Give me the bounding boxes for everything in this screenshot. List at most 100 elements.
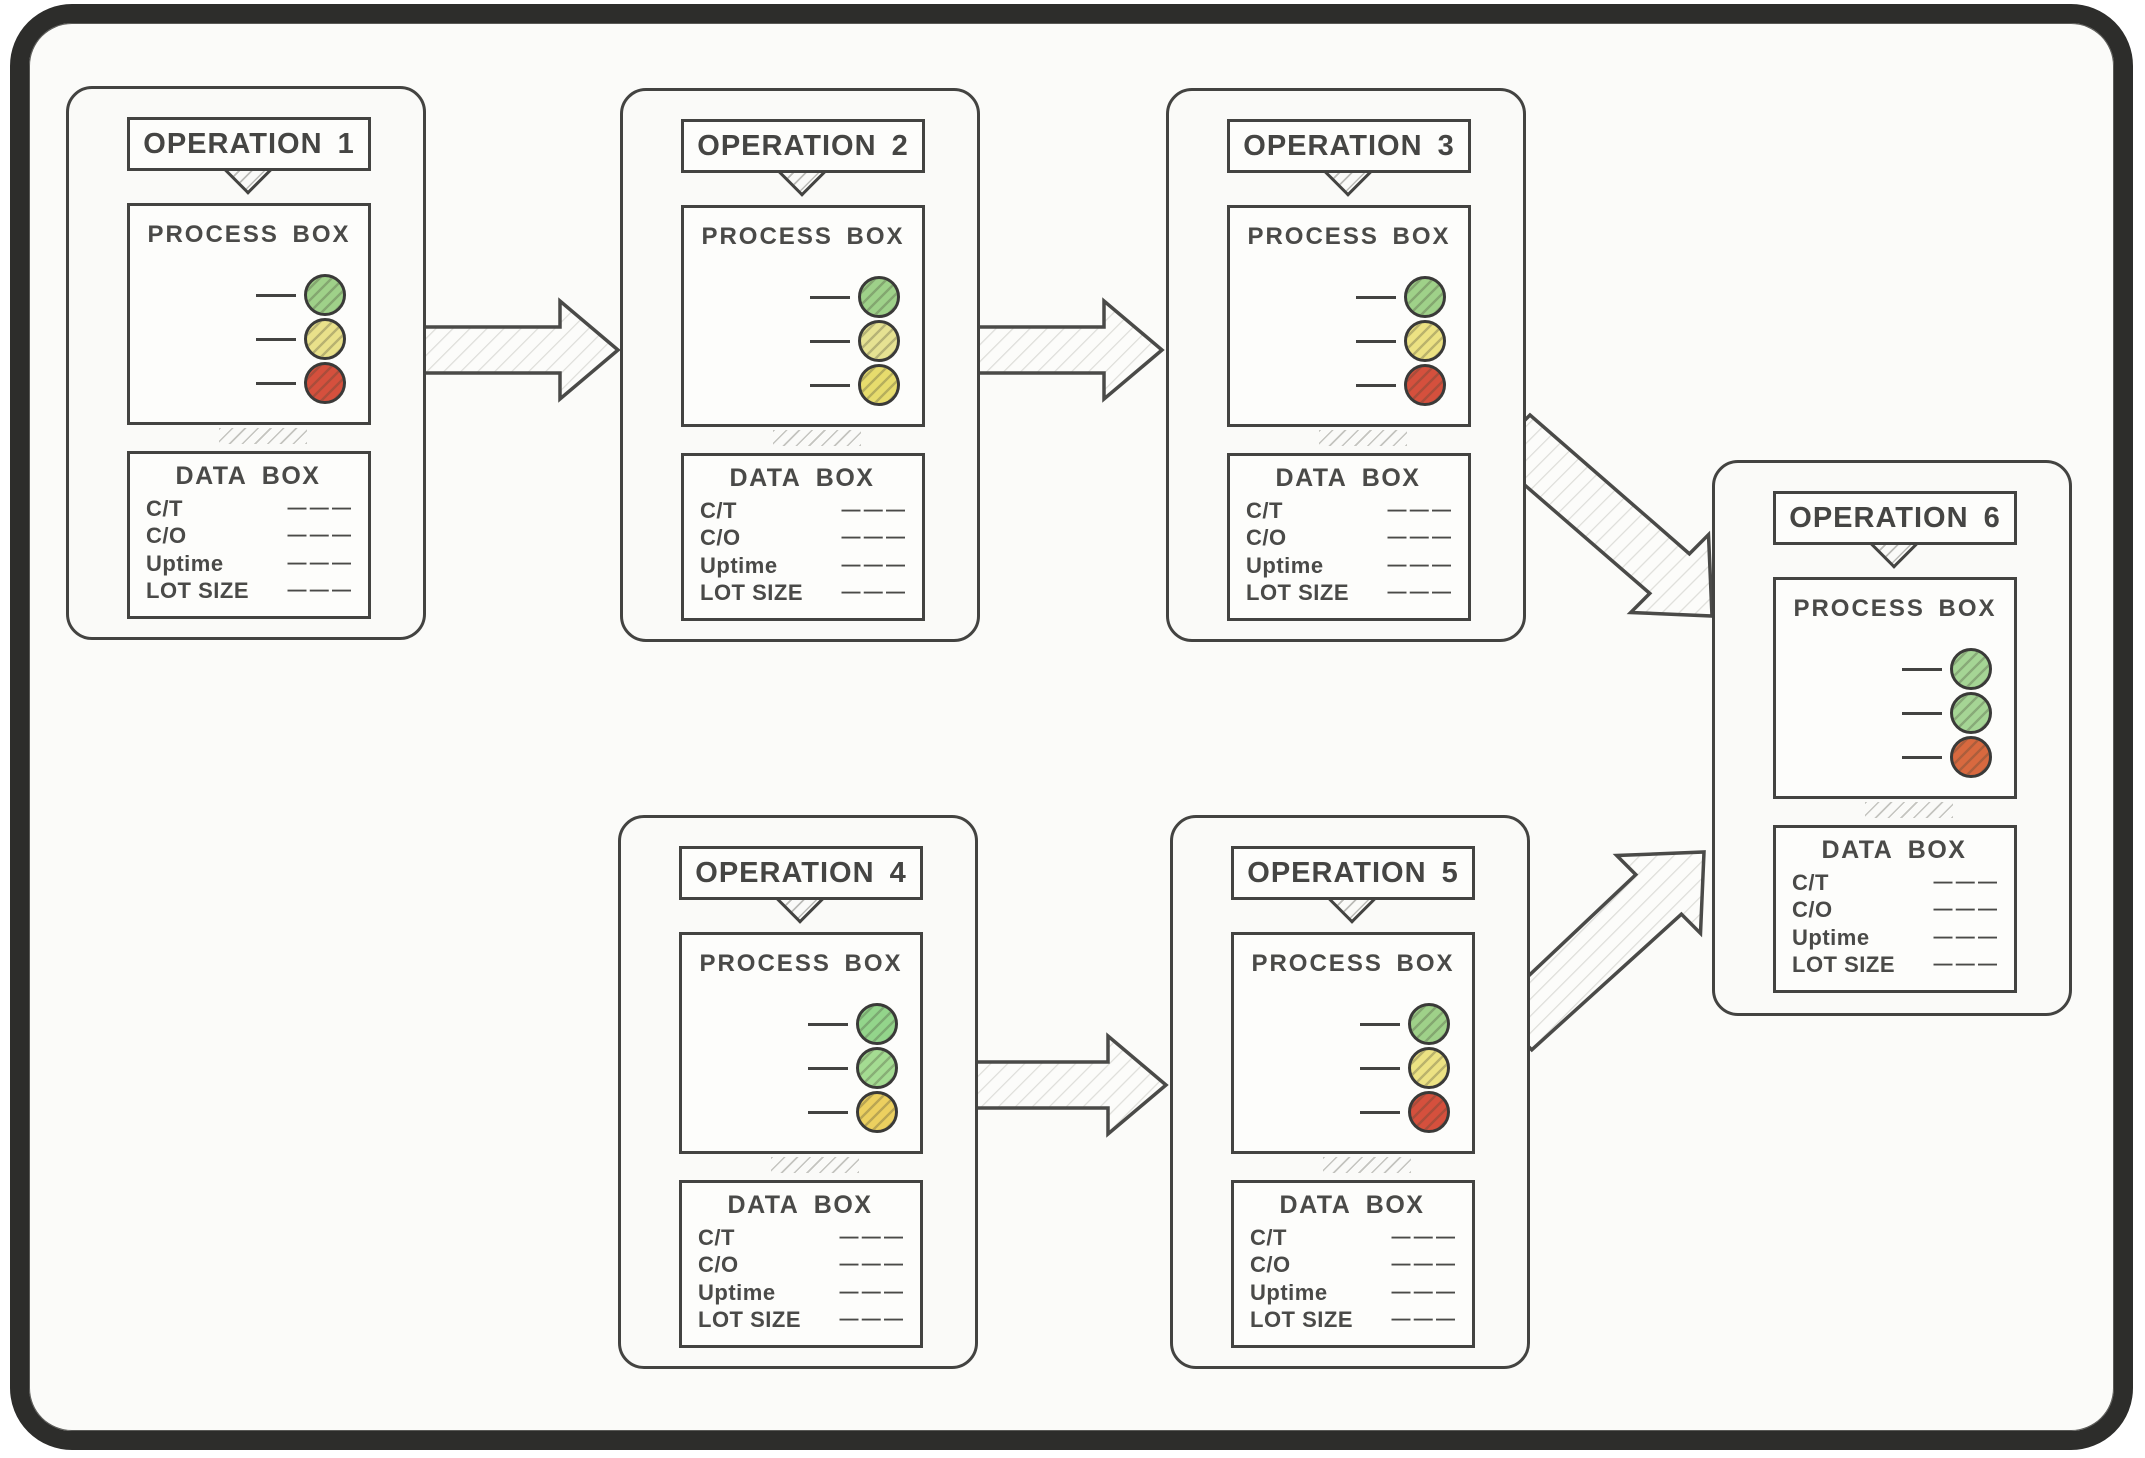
dash-line [810, 383, 850, 387]
blank-value: — — — [839, 1226, 903, 1248]
data-box: DATA BOX C/T — — — C/O — — — Uptime — — … [1773, 825, 2017, 993]
shadow-hatch [773, 430, 861, 446]
data-row: Uptime — — — [146, 550, 351, 576]
blank-value: — — — [1933, 926, 1997, 948]
status-dot-green [304, 274, 346, 316]
status-dot-green [1408, 1003, 1450, 1045]
status-dot-yellow [858, 364, 900, 406]
status-dot-list [1360, 1003, 1450, 1133]
process-box: PROCESS BOX [1231, 932, 1475, 1154]
dash-line [256, 381, 296, 385]
blank-value: — — — [841, 527, 905, 549]
operation-title: OPERATION 6 [1789, 501, 2001, 534]
data-row: LOT SIZE — — — [698, 1307, 903, 1333]
dash-line [256, 293, 296, 297]
operation-title: OPERATION 3 [1243, 129, 1455, 162]
process-box: PROCESS BOX [127, 203, 371, 425]
blank-value: — — — [287, 580, 351, 602]
blank-value: — — — [841, 499, 905, 521]
arrow-op2-to-op3 [974, 297, 1165, 403]
status-row [808, 1091, 898, 1133]
process-box: PROCESS BOX [681, 205, 925, 427]
data-box-label: DATA BOX [729, 464, 875, 492]
blank-value: — — — [1387, 499, 1451, 521]
operation-card-6: OPERATION 6 PROCESS BOX DATA [1712, 460, 2072, 1016]
operation-card-4: OPERATION 4 PROCESS BOX DATA [618, 815, 978, 1369]
process-box: PROCESS BOX [1773, 577, 2017, 799]
blank-value: — — — [1933, 871, 1997, 893]
blank-value: — — — [841, 582, 905, 604]
status-row [1902, 648, 1992, 690]
status-dot-yellow [1404, 320, 1446, 362]
dash-line [1360, 1066, 1400, 1070]
arrow-op1-to-op2 [420, 297, 621, 403]
blank-value: — — — [839, 1309, 903, 1331]
blank-value: — — — [287, 525, 351, 547]
operation-2-title-box: OPERATION 2 [681, 119, 925, 173]
operation-card-2: OPERATION 2 PROCESS BOX DATA [620, 88, 980, 642]
dash-line [808, 1110, 848, 1114]
shadow-hatch [1865, 802, 1953, 818]
operation-6-title-box: OPERATION 6 [1773, 491, 2017, 545]
status-dot-red [1408, 1091, 1450, 1133]
data-row: C/O — — — [146, 523, 351, 549]
dash-line [808, 1022, 848, 1026]
status-dot-yellow [304, 318, 346, 360]
data-row: Uptime — — — [698, 1279, 903, 1305]
data-row: C/O — — — [1246, 525, 1451, 551]
status-dot-green [1950, 648, 1992, 690]
data-box-label: DATA BOX [1821, 836, 1967, 864]
dash-line [1356, 295, 1396, 299]
blank-value: — — — [1391, 1226, 1455, 1248]
status-row [1356, 320, 1446, 362]
status-row [1902, 736, 1992, 778]
data-row: C/O — — — [1792, 897, 1997, 923]
status-dot-list [1902, 648, 1992, 778]
data-row: C/T — — — [1246, 497, 1451, 523]
status-row [1360, 1091, 1450, 1133]
data-row: Uptime — — — [1792, 924, 1997, 950]
status-row [1902, 692, 1992, 734]
status-row [1360, 1003, 1450, 1045]
process-box-label: PROCESS BOX [699, 950, 903, 977]
data-row: C/T — — — [1792, 869, 1997, 895]
status-dot-green [1950, 692, 1992, 734]
data-row: C/O — — — [1250, 1252, 1455, 1278]
status-dot-red [1950, 736, 1992, 778]
dash-line [1902, 711, 1942, 715]
status-dot-green [856, 1047, 898, 1089]
status-row [810, 320, 900, 362]
status-dot-list [808, 1003, 898, 1133]
dash-line [1356, 383, 1396, 387]
blank-value: — — — [287, 497, 351, 519]
dash-line [1360, 1110, 1400, 1114]
status-dot-yellow [1408, 1047, 1450, 1089]
status-row [810, 276, 900, 318]
blank-value: — — — [1933, 899, 1997, 921]
dash-line [256, 337, 296, 341]
data-box: DATA BOX C/T — — — C/O — — — Uptime — — … [1227, 453, 1471, 621]
dash-line [810, 339, 850, 343]
data-row: C/T — — — [698, 1224, 903, 1250]
blank-value: — — — [1387, 527, 1451, 549]
blank-value: — — — [1933, 954, 1997, 976]
dash-line [1356, 339, 1396, 343]
process-box: PROCESS BOX [679, 932, 923, 1154]
operation-title: OPERATION 4 [695, 856, 907, 889]
blank-value: — — — [1387, 582, 1451, 604]
status-row [810, 364, 900, 406]
blank-value: — — — [839, 1281, 903, 1303]
data-box: DATA BOX C/T — — — C/O — — — Uptime — — … [127, 451, 371, 619]
data-row: Uptime — — — [700, 552, 905, 578]
data-row: LOT SIZE — — — [1250, 1307, 1455, 1333]
process-box-label: PROCESS BOX [1793, 595, 1997, 622]
data-row: LOT SIZE — — — [1792, 952, 1997, 978]
data-row: C/O — — — [700, 525, 905, 551]
status-dot-green [856, 1003, 898, 1045]
data-row: C/O — — — [698, 1252, 903, 1278]
operation-title: OPERATION 1 [143, 127, 355, 160]
blank-value: — — — [287, 552, 351, 574]
data-box-label: DATA BOX [175, 462, 321, 490]
